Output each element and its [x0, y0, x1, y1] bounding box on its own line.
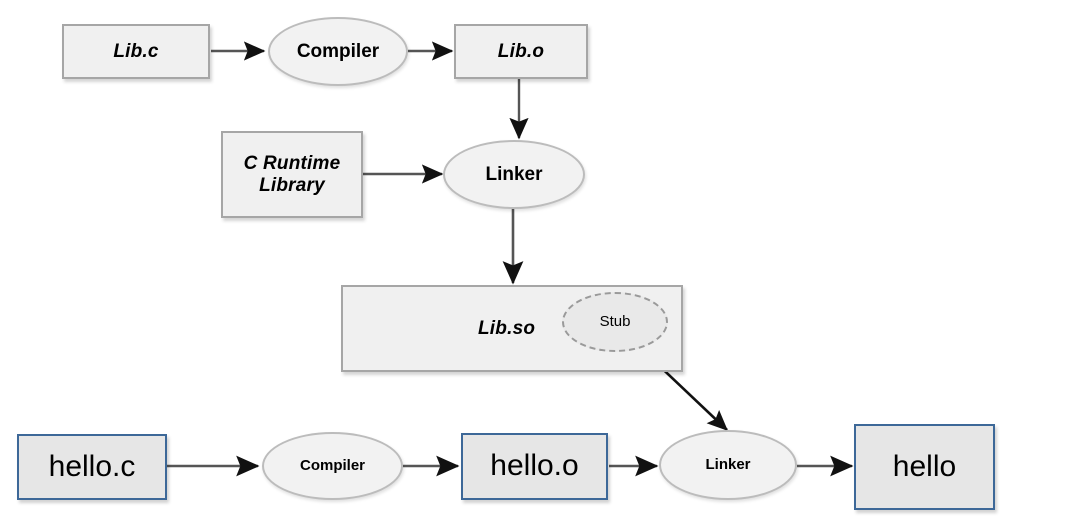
node-hello-o-label: hello.o	[490, 449, 579, 483]
node-c-runtime-library-label-line1: C Runtime	[243, 152, 341, 174]
node-c-runtime-library[interactable]: C Runtime Library	[221, 131, 363, 218]
node-linker-bottom[interactable]: Linker	[659, 430, 797, 500]
node-compiler-top-label: Compiler	[296, 40, 380, 62]
node-linker-top-label: Linker	[485, 163, 543, 185]
node-hello-label: hello	[892, 449, 957, 483]
node-stub-label: Stub	[599, 313, 631, 331]
node-c-runtime-library-label-line2: Library	[259, 174, 325, 196]
node-hello-o[interactable]: hello.o	[461, 433, 608, 500]
node-hello[interactable]: hello	[854, 424, 995, 510]
node-linker-top[interactable]: Linker	[443, 140, 585, 209]
node-linker-bottom-label: Linker	[705, 456, 751, 474]
node-hello-c[interactable]: hello.c	[17, 434, 167, 500]
node-hello-c-label: hello.c	[48, 449, 136, 483]
node-lib-o[interactable]: Lib.o	[454, 24, 588, 79]
node-lib-c-label: Lib.c	[113, 40, 159, 62]
node-lib-o-label: Lib.o	[497, 40, 545, 62]
node-compiler-top[interactable]: Compiler	[268, 17, 408, 86]
node-stub[interactable]: Stub	[562, 292, 668, 352]
node-compiler-bottom-label: Compiler	[299, 457, 365, 475]
node-lib-c[interactable]: Lib.c	[62, 24, 210, 79]
node-compiler-bottom[interactable]: Compiler	[262, 432, 403, 500]
node-lib-so-label: Lib.so	[478, 317, 536, 339]
